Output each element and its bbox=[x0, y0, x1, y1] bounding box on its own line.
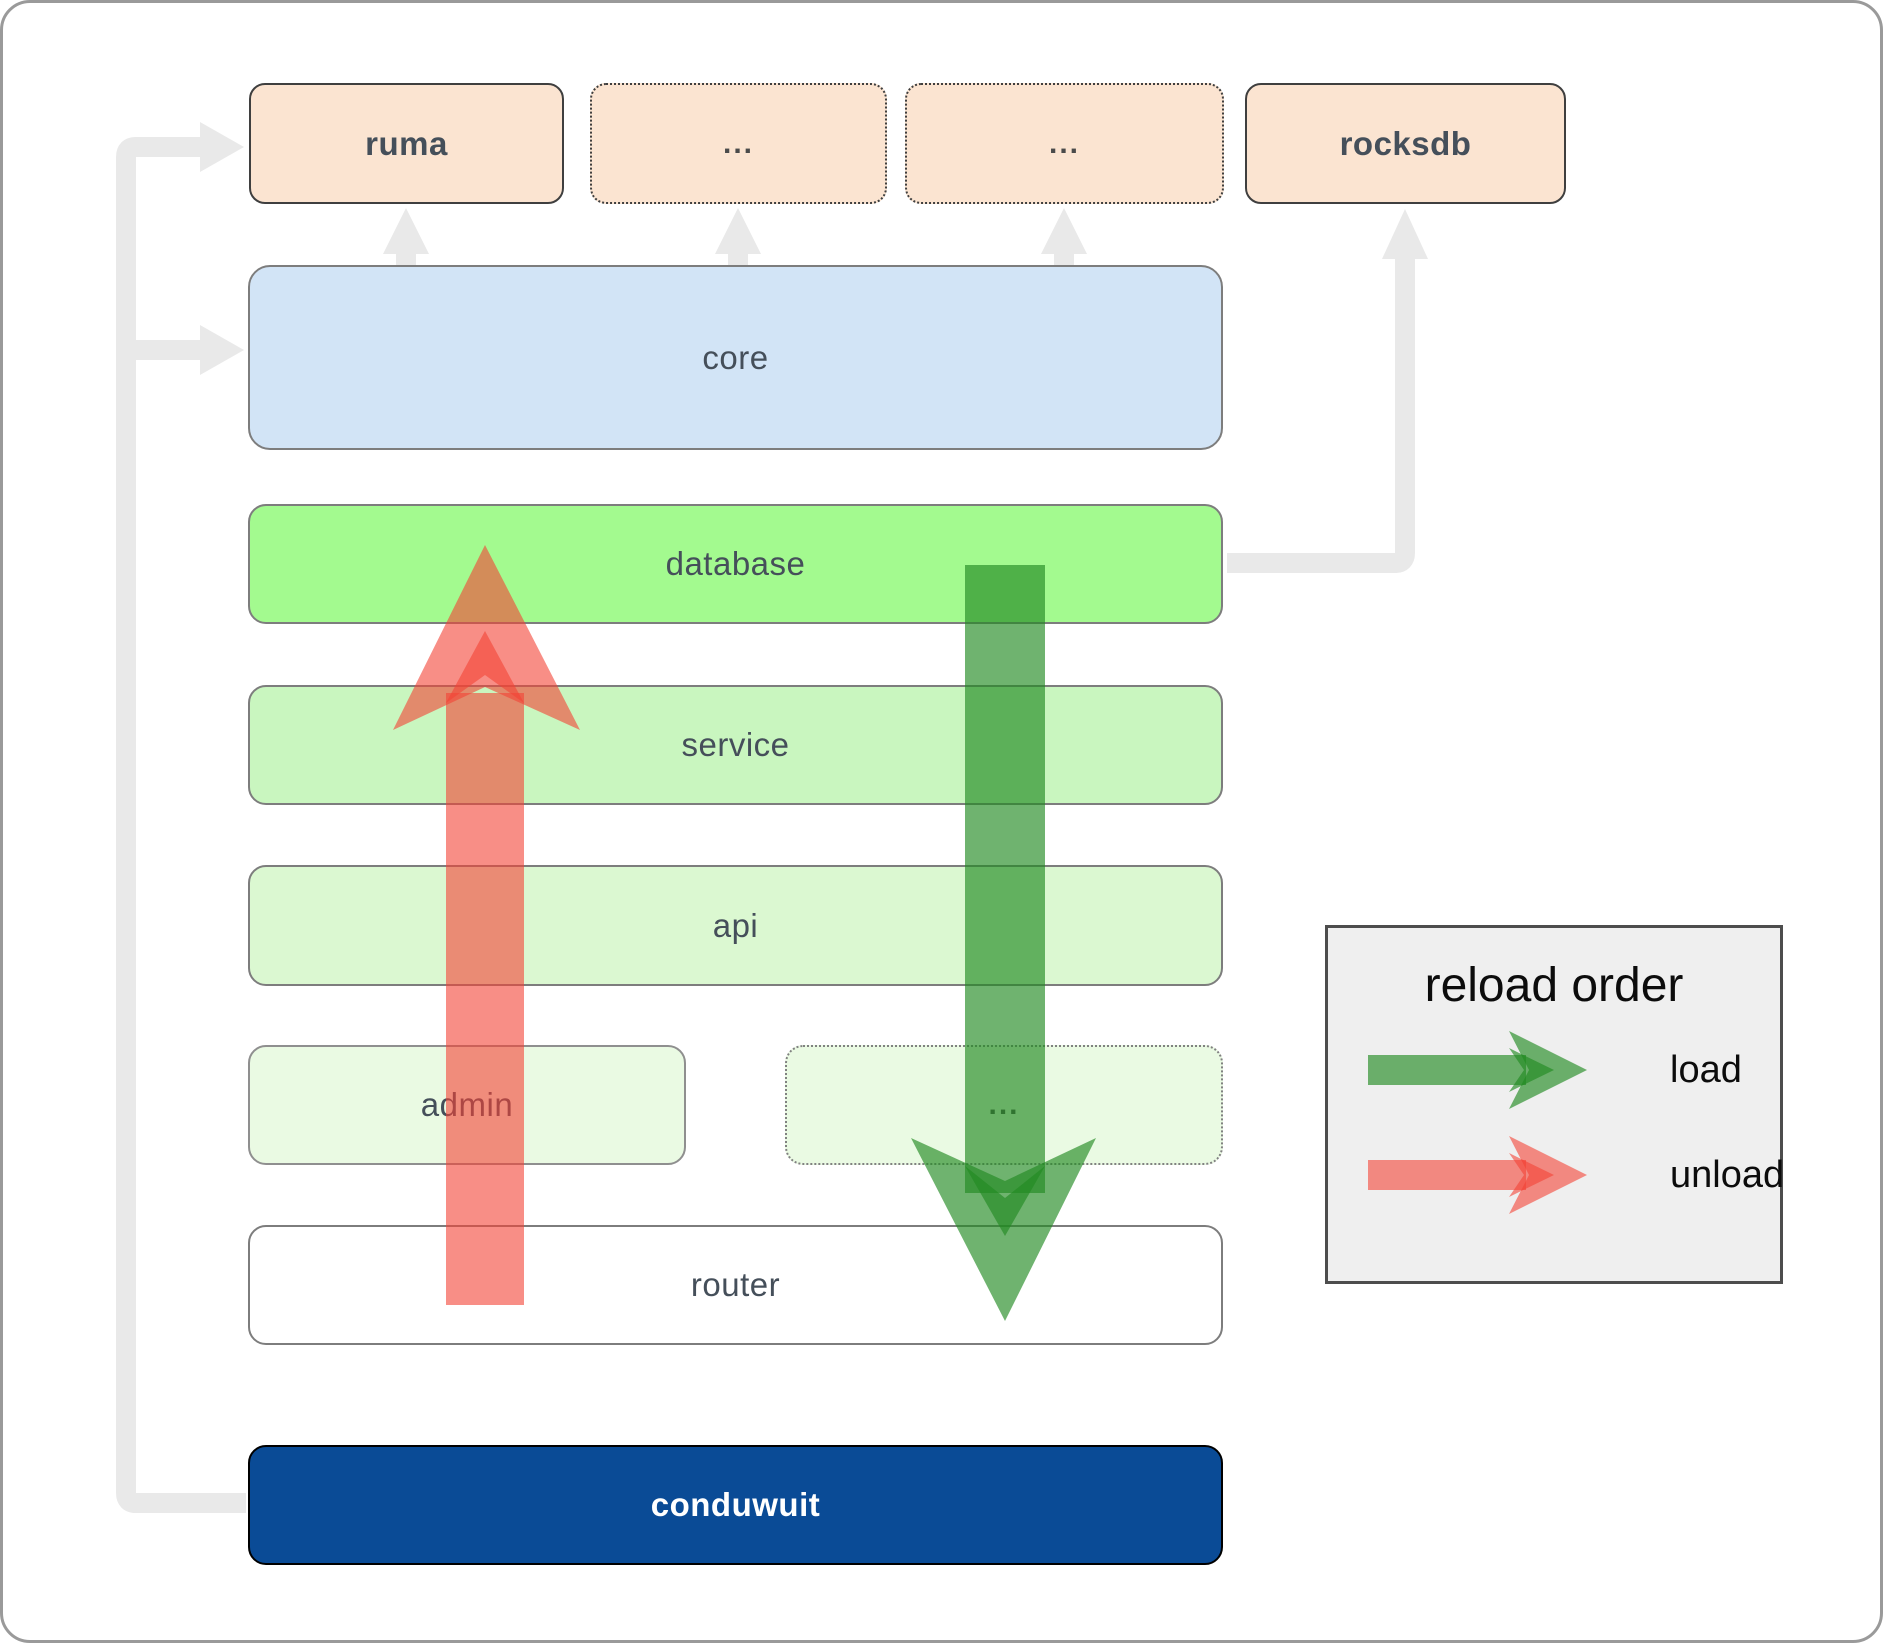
node-rocksdb: rocksdb bbox=[1245, 83, 1566, 204]
arrow-core-to-ruma bbox=[383, 208, 429, 266]
load-arrow-icon bbox=[1368, 1031, 1587, 1109]
arrow-core-to-dots2 bbox=[1041, 208, 1087, 266]
legend: reload order load unload bbox=[1325, 925, 1784, 1284]
node-conduwuit-label: conduwuit bbox=[650, 1486, 821, 1523]
node-router: router bbox=[248, 1225, 1223, 1345]
node-ellipsis-3: ... bbox=[785, 1045, 1223, 1165]
reload-arrow-layer bbox=[393, 545, 1096, 1321]
node-admin-label: admin bbox=[420, 1086, 514, 1123]
legend-unload-label: unload bbox=[1670, 1153, 1785, 1196]
connector-layer bbox=[116, 122, 1428, 1513]
connector-conduwuit-to-ruma bbox=[116, 137, 246, 1513]
node-ellipsis-1-label: ... bbox=[722, 126, 754, 160]
node-service: service bbox=[248, 685, 1223, 805]
node-router-label: router bbox=[690, 1266, 781, 1303]
connector-arrowhead-ruma bbox=[200, 122, 244, 172]
node-core: core bbox=[248, 265, 1223, 450]
node-ellipsis-1: ... bbox=[590, 83, 887, 204]
node-rocksdb-label: rocksdb bbox=[1339, 124, 1472, 162]
connector-arrowhead-rocksdb bbox=[1382, 209, 1428, 259]
node-ellipsis-3-label: ... bbox=[988, 1088, 1020, 1121]
node-database-label: database bbox=[665, 545, 806, 582]
node-conduwuit: conduwuit bbox=[248, 1445, 1223, 1565]
node-ellipsis-2-label: ... bbox=[1048, 126, 1080, 160]
node-service-label: service bbox=[681, 726, 790, 763]
legend-item-unload: unload bbox=[1366, 1135, 1784, 1215]
node-ellipsis-2: ... bbox=[905, 83, 1224, 204]
legend-title: reload order bbox=[1424, 959, 1684, 1012]
node-api: api bbox=[248, 865, 1223, 986]
arrow-core-to-dots1 bbox=[715, 208, 761, 266]
node-admin: admin bbox=[248, 1045, 686, 1165]
connector-database-to-rocksdb bbox=[1227, 257, 1415, 573]
unload-arrow-icon bbox=[1368, 1136, 1587, 1214]
node-core-label: core bbox=[702, 338, 769, 376]
legend-item-load: load bbox=[1366, 1030, 1742, 1110]
node-api-label: api bbox=[712, 906, 759, 944]
node-database: database bbox=[248, 504, 1223, 624]
connector-arrowhead-core bbox=[200, 325, 244, 375]
node-ruma: ruma bbox=[249, 83, 564, 204]
legend-load-label: load bbox=[1670, 1048, 1742, 1091]
node-ruma-label: ruma bbox=[365, 124, 448, 162]
